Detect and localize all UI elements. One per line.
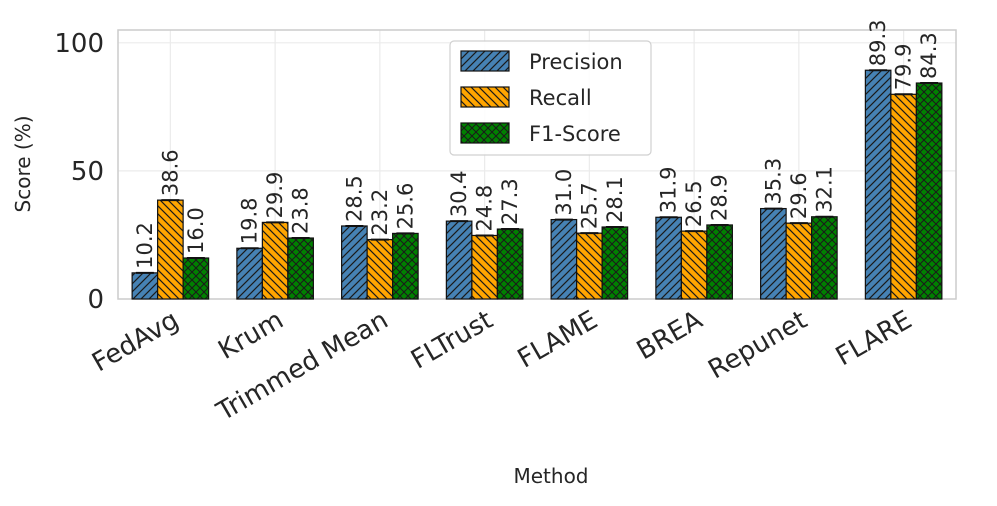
data-label: 27.3	[498, 178, 522, 225]
bar-hatch	[864, 69, 892, 300]
bar-hatch	[131, 272, 159, 300]
data-label: 23.8	[289, 187, 313, 234]
data-label: 35.3	[761, 158, 785, 205]
data-label: 32.1	[812, 166, 836, 213]
bar-hatch	[496, 228, 524, 300]
y-tick-label: 50	[71, 157, 104, 187]
x-tick-label: Repunet	[703, 305, 812, 385]
data-label: 79.9	[892, 44, 916, 91]
legend-label: Precision	[529, 50, 623, 74]
bar-hatch	[392, 232, 419, 300]
legend-swatch-hatch	[460, 86, 510, 108]
data-label: 38.6	[158, 149, 182, 196]
bar-hatch	[341, 225, 368, 300]
bar-hatch	[680, 230, 708, 300]
data-label: 24.8	[473, 185, 497, 232]
bar-hatch	[655, 216, 682, 300]
x-tick-label: FLAME	[513, 305, 603, 374]
y-axis-label: Score (%)	[11, 116, 35, 213]
data-label: 25.6	[393, 183, 417, 230]
legend-label: F1-Score	[529, 122, 621, 146]
y-axis-ticks: 0 50 100	[54, 29, 104, 315]
bars	[131, 69, 943, 300]
bar-hatch	[760, 207, 787, 300]
legend-swatch-hatch	[460, 50, 510, 72]
bar-hatch	[785, 222, 813, 300]
x-tick-label: FedAvg	[87, 305, 184, 378]
bar-hatch	[261, 221, 289, 300]
data-label: 25.7	[577, 182, 601, 229]
bar-hatch	[366, 238, 394, 300]
bar-hatch	[706, 224, 733, 300]
x-axis-label: Method	[513, 464, 588, 488]
bar-hatch	[811, 216, 838, 300]
data-label: 28.1	[603, 176, 627, 223]
bar-hatch	[576, 232, 603, 300]
legend-label: Recall	[529, 86, 592, 110]
data-label: 23.2	[368, 189, 392, 236]
bar-hatch	[890, 93, 917, 300]
bar-hatch	[445, 220, 473, 300]
data-label: 31.9	[657, 167, 681, 214]
y-tick-label: 100	[54, 29, 104, 59]
bar-hatch	[601, 226, 629, 300]
data-label: 89.3	[866, 19, 890, 66]
x-tick-label: FLTrust	[406, 305, 498, 375]
bar-hatch	[471, 234, 498, 300]
bar-hatch	[550, 218, 578, 300]
bar-hatch	[236, 247, 263, 300]
data-label: 28.9	[708, 174, 732, 221]
y-tick-label: 0	[87, 285, 104, 315]
legend-swatch-hatch	[460, 122, 510, 144]
bar-hatch	[287, 237, 314, 300]
data-label: 31.0	[552, 169, 576, 216]
x-tick-label: FLARE	[831, 305, 917, 372]
data-label: 19.8	[238, 198, 262, 245]
x-tick-label: Krum	[213, 305, 288, 366]
bar-hatch	[157, 199, 184, 300]
data-label: 30.4	[447, 170, 471, 217]
x-tick-label: Trimmed Mean	[211, 305, 393, 428]
data-label: 10.2	[133, 222, 157, 269]
plot-frame	[117, 29, 957, 300]
x-tick-label: BREA	[632, 305, 708, 366]
data-label: 28.5	[342, 175, 366, 222]
data-label: 84.3	[917, 32, 941, 79]
bar-hatch	[182, 257, 210, 300]
data-label: 29.9	[263, 172, 287, 219]
data-label: 16.0	[184, 207, 208, 254]
bar-hatch	[915, 82, 943, 300]
data-label: 26.5	[682, 180, 706, 227]
data-label: 29.6	[787, 172, 811, 219]
